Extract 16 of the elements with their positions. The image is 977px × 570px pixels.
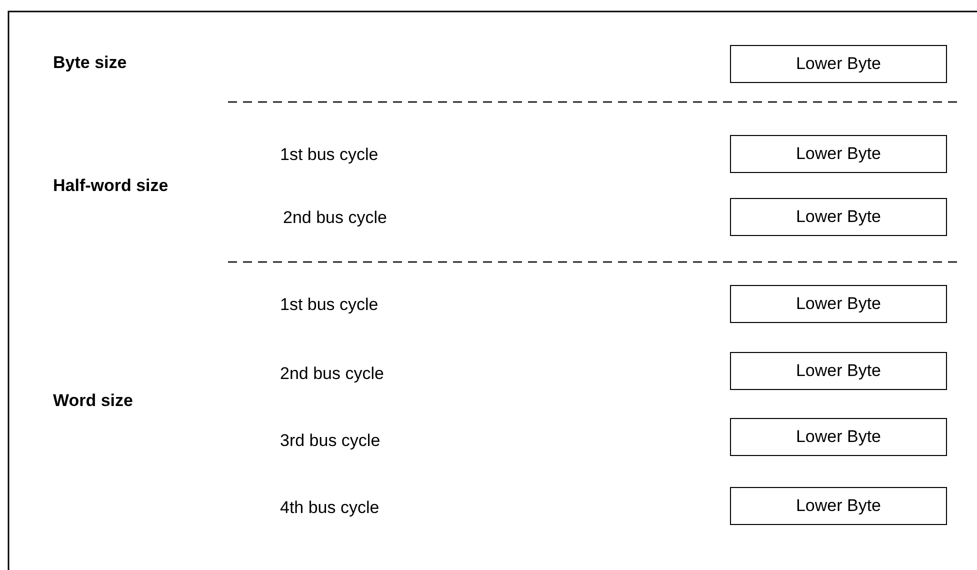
byte-box: Lower Byte — [730, 487, 947, 525]
bus-cycle-label: 1st bus cycle — [280, 145, 378, 165]
byte-box: Lower Byte — [730, 352, 947, 390]
bus-cycle-label: 2nd bus cycle — [280, 364, 384, 384]
byte-box: Lower Byte — [730, 418, 947, 456]
byte-box: Lower Byte — [730, 198, 947, 236]
bus-cycle-label: 1st bus cycle — [280, 295, 378, 315]
byte-box: Lower Byte — [730, 45, 947, 83]
bus-cycle-label: 3rd bus cycle — [280, 431, 380, 451]
size-heading: Half-word size — [53, 176, 168, 196]
size-heading: Word size — [53, 391, 133, 411]
size-heading: Byte size — [53, 53, 127, 73]
bus-cycle-label: 2nd bus cycle — [283, 208, 387, 228]
bus-cycle-label: 4th bus cycle — [280, 498, 380, 518]
byte-box: Lower Byte — [730, 135, 947, 173]
byte-box: Lower Byte — [730, 285, 947, 323]
